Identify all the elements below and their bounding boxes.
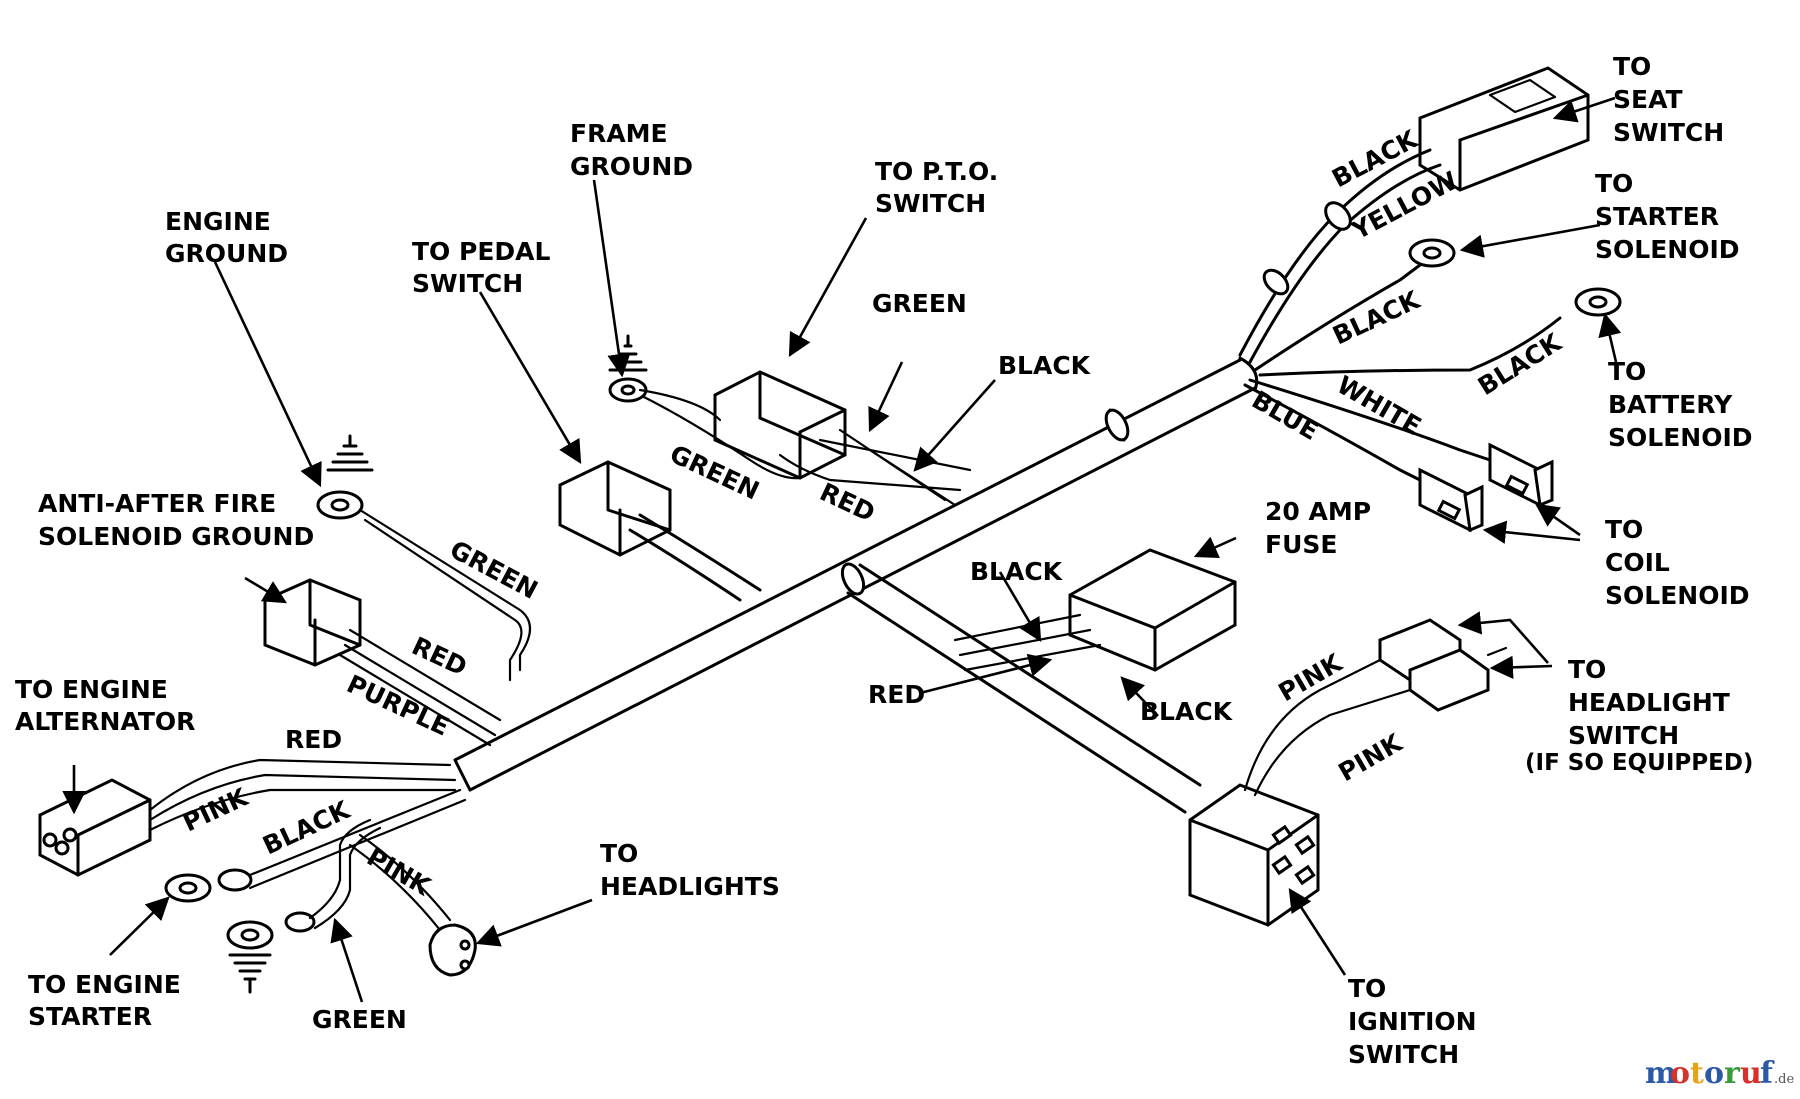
label-to-headlight-switch: TO HEADLIGHT SWITCH (IF SO EQUIPPED): [1525, 655, 1753, 776]
wire-label-blue: BLUE: [1247, 385, 1323, 446]
svg-text:m: m: [1645, 1056, 1677, 1091]
svg-text:STARTER: STARTER: [1595, 202, 1719, 231]
wire-label-black-top: BLACK: [998, 351, 1092, 380]
pto-switch-connector: [713, 370, 972, 492]
svg-text:GROUND: GROUND: [165, 239, 288, 268]
label-to-pedal-switch: TO PEDAL SWITCH: [412, 237, 551, 298]
pedal-switch-connector: [558, 460, 762, 602]
svg-text:u: u: [1740, 1056, 1762, 1091]
svg-text:o: o: [1670, 1056, 1690, 1091]
ground-symbol-icon: [326, 434, 374, 472]
svg-text:SWITCH: SWITCH: [412, 269, 523, 298]
watermark-logo: m o t o r u f .de: [1645, 1056, 1794, 1091]
engine-starter-terminal: [164, 788, 467, 903]
svg-text:ENGINE: ENGINE: [165, 207, 271, 236]
svg-text:SWITCH: SWITCH: [1348, 1040, 1459, 1069]
svg-text:STARTER: STARTER: [28, 1002, 152, 1031]
label-anti-after-fire: ANTI-AFTER FIRE SOLENOID GROUND: [38, 489, 314, 551]
svg-text:SOLENOID: SOLENOID: [1608, 423, 1753, 452]
wire-label-white: WHITE: [1332, 370, 1426, 441]
svg-text:SWITCH: SWITCH: [1613, 118, 1724, 147]
wire-label-red-pto: RED: [815, 477, 879, 527]
svg-text:SEAT: SEAT: [1613, 85, 1683, 114]
ignition-switch-connector: [1188, 783, 1320, 927]
svg-text:TO: TO: [1568, 655, 1606, 684]
svg-text:SOLENOID: SOLENOID: [1605, 581, 1750, 610]
label-to-pto-switch: TO P.T.O. SWITCH: [875, 157, 998, 218]
coil-solenoid-connectors: [1243, 378, 1554, 533]
wire-label-black-fuse-top: BLACK: [970, 557, 1064, 586]
svg-text:TO ENGINE: TO ENGINE: [15, 675, 168, 704]
wire-label-green-bottom: GREEN: [312, 1005, 407, 1034]
svg-text:ALTERNATOR: ALTERNATOR: [15, 707, 195, 736]
svg-text:ANTI-AFTER FIRE: ANTI-AFTER FIRE: [38, 489, 276, 518]
svg-text:o: o: [1704, 1056, 1724, 1091]
label-20-amp-fuse: 20 AMP FUSE: [1265, 497, 1371, 559]
svg-text:SOLENOID: SOLENOID: [1595, 235, 1740, 264]
svg-text:r: r: [1724, 1056, 1741, 1091]
wire-label-purple: PURPLE: [342, 669, 453, 741]
label-engine-ground: ENGINE GROUND: [165, 207, 288, 268]
svg-text:SWITCH: SWITCH: [1568, 721, 1679, 750]
svg-text:f: f: [1760, 1056, 1775, 1091]
engine-ground-terminal: [316, 490, 532, 682]
svg-text:TO P.T.O.: TO P.T.O.: [875, 157, 998, 186]
svg-text:BATTERY: BATTERY: [1608, 390, 1733, 419]
wire-label-pink-headlights: PINK: [362, 842, 437, 902]
svg-text:TO: TO: [1595, 169, 1633, 198]
wire-label-pink-hl-1: PINK: [1274, 647, 1349, 707]
svg-text:TO: TO: [1348, 974, 1386, 1003]
wire-label-black-fuse-bottom: BLACK: [1140, 697, 1234, 726]
label-to-headlights: TO HEADLIGHTS: [600, 839, 780, 901]
svg-text:IGNITION: IGNITION: [1348, 1007, 1477, 1036]
svg-text:.de: .de: [1774, 1072, 1794, 1087]
pto-green-wire: [638, 393, 802, 480]
wire-color-labels: GREEN BLACK GREEN RED BLACK YELLOW BLACK…: [178, 124, 1567, 1034]
wire-label-red-antifire: RED: [407, 631, 471, 681]
svg-text:TO PEDAL: TO PEDAL: [412, 237, 551, 266]
svg-text:t: t: [1690, 1056, 1704, 1091]
svg-text:20 AMP: 20 AMP: [1265, 497, 1371, 526]
wire-label-pink-hl-2: PINK: [1334, 727, 1409, 787]
label-to-engine-alternator: TO ENGINE ALTERNATOR: [15, 675, 195, 736]
svg-text:FUSE: FUSE: [1265, 530, 1337, 559]
svg-text:TO: TO: [1605, 515, 1643, 544]
svg-text:TO: TO: [1608, 357, 1646, 386]
svg-text:TO: TO: [600, 839, 638, 868]
headlights-connector: [348, 833, 477, 977]
svg-text:SWITCH: SWITCH: [875, 189, 986, 218]
lower-ground-terminal: [226, 818, 382, 950]
svg-text:(IF SO EQUIPPED): (IF SO EQUIPPED): [1525, 750, 1753, 776]
svg-text:FRAME: FRAME: [570, 119, 668, 148]
label-to-coil-solenoid: TO COIL SOLENOID: [1605, 515, 1750, 610]
svg-text:HEADLIGHTS: HEADLIGHTS: [600, 872, 780, 901]
ground-symbol-icon: [608, 334, 648, 372]
label-to-starter-solenoid: TO STARTER SOLENOID: [1595, 169, 1740, 264]
headlight-switch-connectors: [1243, 616, 1508, 797]
wire-label-pink-alt: PINK: [178, 782, 253, 838]
svg-text:GROUND: GROUND: [570, 152, 693, 181]
wire-label-red-fuse: RED: [868, 680, 925, 709]
label-to-ignition-switch: TO IGNITION SWITCH: [1348, 974, 1477, 1069]
anti-after-fire-connector: [263, 578, 502, 747]
ground-symbol-icon: [228, 953, 272, 994]
frame-ground-terminal: [608, 377, 722, 422]
svg-text:TO ENGINE: TO ENGINE: [28, 970, 181, 999]
label-frame-ground: FRAME GROUND: [570, 119, 693, 181]
svg-text:HEADLIGHT: HEADLIGHT: [1568, 688, 1730, 717]
svg-text:COIL: COIL: [1605, 548, 1670, 577]
label-to-seat-switch: TO SEAT SWITCH: [1613, 52, 1724, 147]
starter-solenoid-terminal: [1253, 238, 1456, 372]
svg-text:SOLENOID GROUND: SOLENOID GROUND: [38, 522, 314, 551]
label-to-battery-solenoid: TO BATTERY SOLENOID: [1608, 357, 1753, 452]
wire-label-green-top: GREEN: [872, 289, 967, 318]
label-to-engine-starter: TO ENGINE STARTER: [28, 970, 181, 1031]
seat-switch-connector: [1418, 66, 1590, 192]
svg-text:TO: TO: [1613, 52, 1651, 81]
callout-arrows: [62, 96, 1622, 1003]
wire-label-red-alt: RED: [285, 725, 342, 754]
battery-solenoid-terminal: [1258, 287, 1622, 377]
